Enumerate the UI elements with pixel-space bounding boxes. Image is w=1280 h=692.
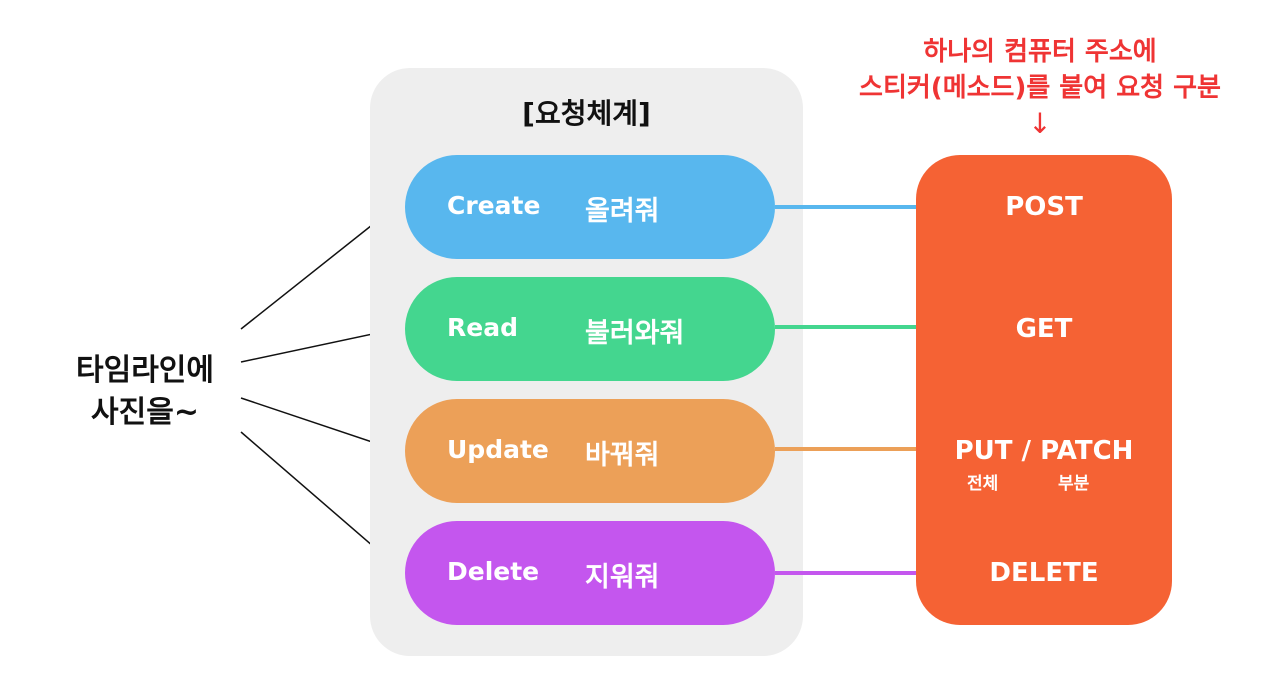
connector-create xyxy=(775,205,917,209)
operation-name: Delete xyxy=(447,557,540,586)
annotation-note: 하나의 컴퓨터 주소에 스티커(메소드)를 붙여 요청 구분 ↓ xyxy=(830,34,1250,142)
method-get: GET xyxy=(1015,314,1073,344)
operation-name: Read xyxy=(447,313,518,342)
down-arrow-icon: ↓ xyxy=(1028,107,1052,140)
note-line-2: 스티커(메소드)를 붙여 요청 구분 xyxy=(859,73,1221,103)
method-put-sub: 전체 xyxy=(967,474,999,494)
method-put-patch: PUT / PATCH xyxy=(954,436,1134,466)
connector-update xyxy=(775,447,917,451)
operation-korean: 바꿔줘 xyxy=(585,440,660,471)
http-methods-box xyxy=(916,155,1172,625)
panel-title: [요청체계] xyxy=(522,97,651,130)
operation-korean: 지워줘 xyxy=(585,562,660,593)
operation-update: Update 바꿔줘 xyxy=(405,399,775,503)
method-patch-sub: 부분 xyxy=(1058,474,1090,494)
connector-read xyxy=(775,325,917,329)
method-delete: DELETE xyxy=(989,558,1099,588)
source-line-2: 사진을~ xyxy=(91,395,199,430)
source-line-1: 타임라인에 xyxy=(76,353,214,388)
source-label: 타임라인에 사진을~ xyxy=(40,350,250,434)
operation-name: Create xyxy=(447,191,541,220)
method-post: POST xyxy=(1005,192,1083,222)
operation-read: Read 불러와줘 xyxy=(405,277,775,381)
operation-delete: Delete 지워줘 xyxy=(405,521,775,625)
note-line-1: 하나의 컴퓨터 주소에 xyxy=(923,37,1157,67)
operation-korean: 올려줘 xyxy=(585,196,660,227)
connector-delete xyxy=(775,571,917,575)
operation-create: Create 올려줘 xyxy=(405,155,775,259)
operation-name: Update xyxy=(447,435,549,464)
operation-korean: 불러와줘 xyxy=(585,318,685,349)
